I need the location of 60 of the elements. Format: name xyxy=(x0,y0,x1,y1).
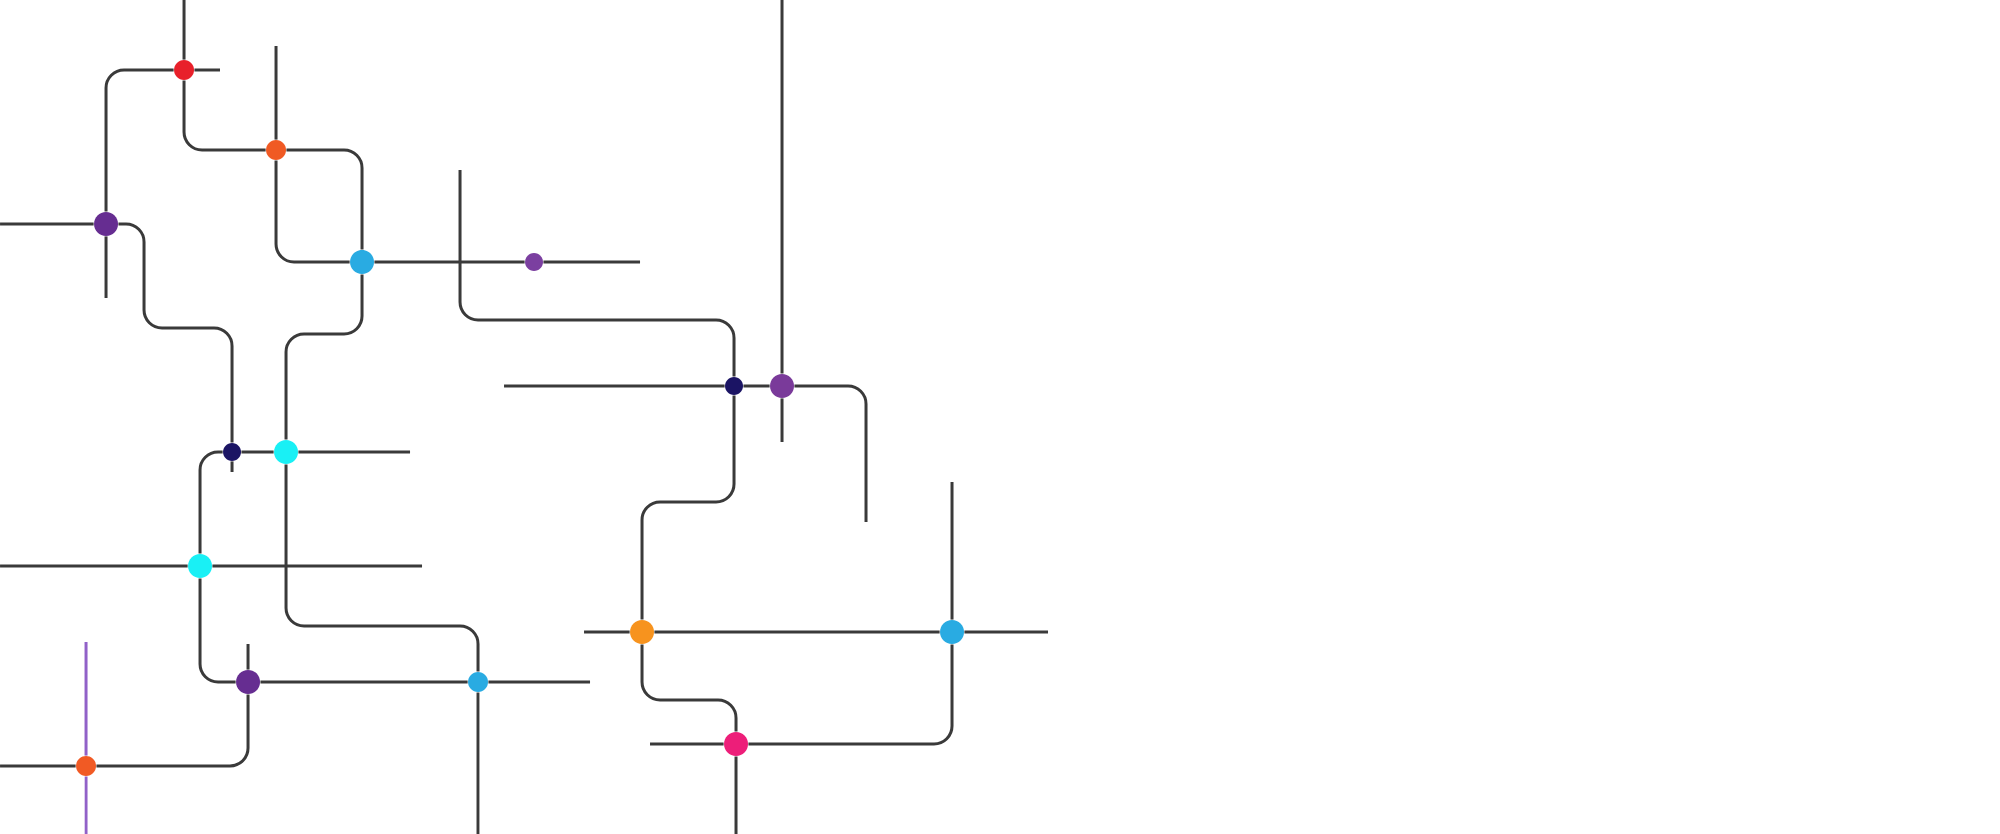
dot xyxy=(266,140,287,160)
dot xyxy=(236,670,261,694)
line xyxy=(654,630,940,634)
line xyxy=(182,80,266,152)
line xyxy=(118,222,234,443)
line xyxy=(104,236,108,298)
dot xyxy=(174,60,195,80)
line xyxy=(212,564,423,568)
dot xyxy=(76,756,97,776)
line xyxy=(274,46,278,140)
line xyxy=(543,260,640,264)
line xyxy=(198,450,223,554)
line xyxy=(0,764,76,768)
line xyxy=(748,644,954,746)
line xyxy=(260,680,468,684)
line xyxy=(0,564,188,568)
line xyxy=(734,756,738,834)
line xyxy=(0,222,94,226)
line xyxy=(964,630,1048,634)
line xyxy=(743,384,770,388)
dot xyxy=(223,443,242,461)
line xyxy=(780,0,784,374)
dot xyxy=(274,440,299,464)
line xyxy=(584,630,630,634)
line xyxy=(84,776,88,834)
line xyxy=(104,68,174,212)
line xyxy=(640,395,736,620)
line xyxy=(284,274,364,440)
line xyxy=(476,692,480,834)
line xyxy=(84,642,88,756)
line xyxy=(374,260,525,264)
line xyxy=(284,464,480,672)
line xyxy=(286,148,364,250)
line xyxy=(488,680,591,684)
dot xyxy=(525,253,543,271)
line xyxy=(950,482,954,620)
dot xyxy=(188,554,213,578)
dot xyxy=(725,377,743,395)
line xyxy=(458,170,736,377)
dot xyxy=(94,212,119,236)
line xyxy=(274,160,350,264)
line xyxy=(230,461,234,472)
line xyxy=(650,742,724,746)
line xyxy=(182,0,186,60)
line xyxy=(794,384,868,522)
line xyxy=(298,450,411,454)
line xyxy=(246,644,250,670)
dot xyxy=(630,620,654,644)
dot xyxy=(940,620,964,644)
line xyxy=(198,578,236,684)
line xyxy=(96,694,250,768)
line xyxy=(640,644,738,732)
line xyxy=(504,384,725,388)
line xyxy=(241,450,274,454)
dot xyxy=(770,374,794,398)
dot xyxy=(724,732,749,756)
line xyxy=(194,68,221,72)
dot xyxy=(468,672,488,692)
line xyxy=(780,398,784,442)
dot xyxy=(350,250,375,274)
